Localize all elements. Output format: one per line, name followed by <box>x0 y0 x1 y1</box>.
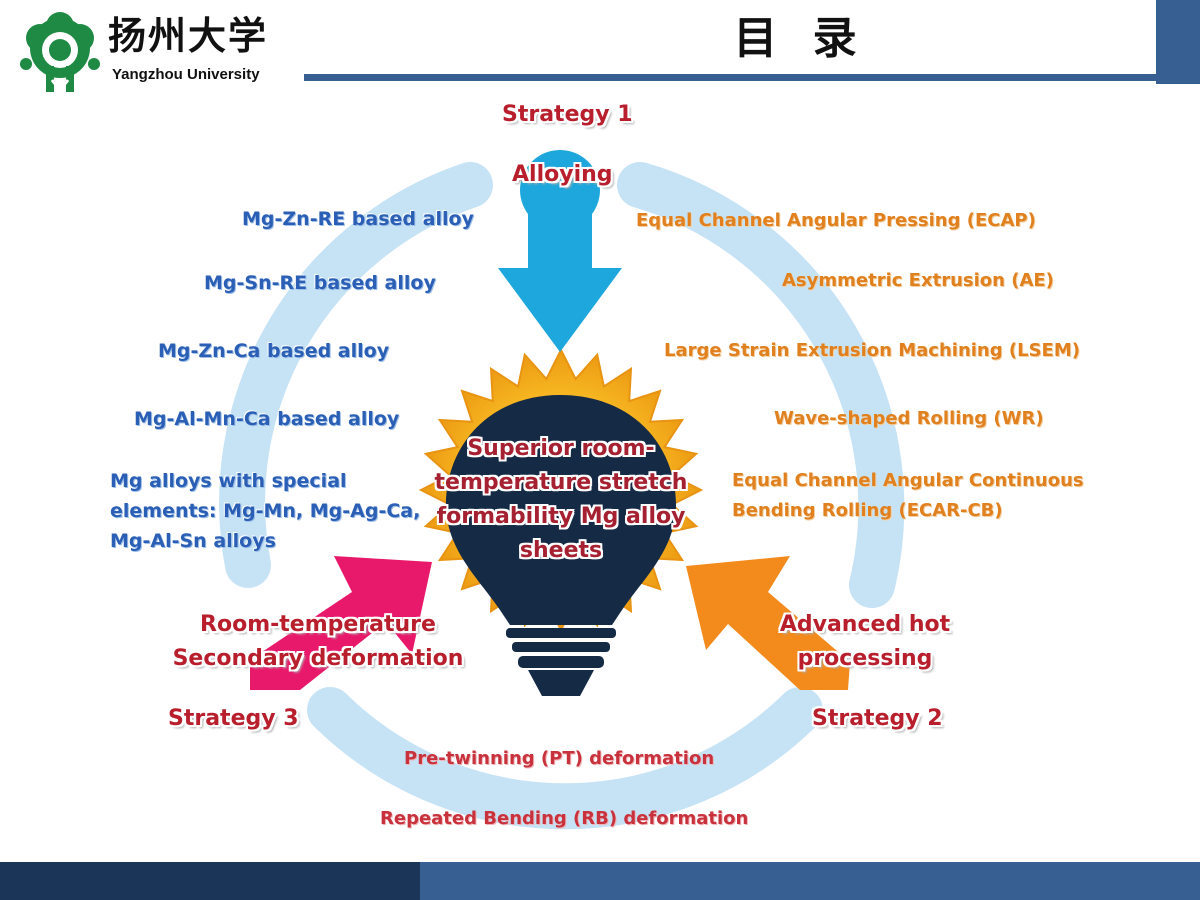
ring-arc-right <box>617 162 905 608</box>
alloying-item: Mg-Sn-RE based alloy <box>204 272 436 294</box>
strategy1-name: Alloying <box>512 162 613 187</box>
alloying-item: Mg alloys with special elements: Mg-Mn, … <box>110 470 421 552</box>
hot-processing-item: Large Strain Extrusion Machining (LSEM) <box>664 340 1080 361</box>
strategy3-name: Room-temperature Secondary deformation <box>172 612 464 671</box>
ring-arc-bottom <box>307 687 823 830</box>
footer-bar-dark <box>0 862 420 900</box>
hot-processing-item: Wave-shaped Rolling (WR) <box>774 408 1044 429</box>
university-name-cn: 扬州大学 <box>108 13 269 58</box>
strategy2-name: Advanced hot processing <box>779 612 951 671</box>
strategy3-heading: Strategy 3 <box>168 706 299 731</box>
hot-processing-item: Equal Channel Angular Continuous Bending… <box>732 470 1084 521</box>
strategy1-heading: Strategy 1 <box>502 102 633 127</box>
alloying-item: Mg-Zn-RE based alloy <box>242 208 474 230</box>
footer-bar-light <box>420 862 1200 900</box>
ring-segments <box>219 162 905 830</box>
hot-processing-item: Asymmetric Extrusion (AE) <box>782 270 1054 291</box>
page-title: 目 录 <box>733 13 867 64</box>
alloying-arrow-icon <box>498 150 622 352</box>
center-goal-text: Superior room-temperature stretch formab… <box>434 436 688 563</box>
light-bulb-icon <box>446 395 676 696</box>
strategy2-heading: Strategy 2 <box>812 706 943 731</box>
ring-arc-left <box>219 162 493 588</box>
secondary-deformation-arrow-icon <box>250 556 432 690</box>
secondary-deformation-item: Pre-twinning (PT) deformation <box>404 748 715 769</box>
alloying-item: Mg-Zn-Ca based alloy <box>158 340 390 362</box>
header-corner-block <box>1156 0 1200 84</box>
hot-processing-arrow-icon <box>686 556 850 690</box>
university-name-en: Yangzhou University <box>112 66 260 83</box>
hot-processing-item: Equal Channel Angular Pressing (ECAP) <box>636 210 1036 231</box>
university-logo-icon <box>20 12 100 92</box>
alloying-item: Mg-Al-Mn-Ca based alloy <box>134 408 400 430</box>
secondary-deformation-item: Repeated Bending (RB) deformation <box>380 808 749 829</box>
header-divider <box>304 74 1160 81</box>
